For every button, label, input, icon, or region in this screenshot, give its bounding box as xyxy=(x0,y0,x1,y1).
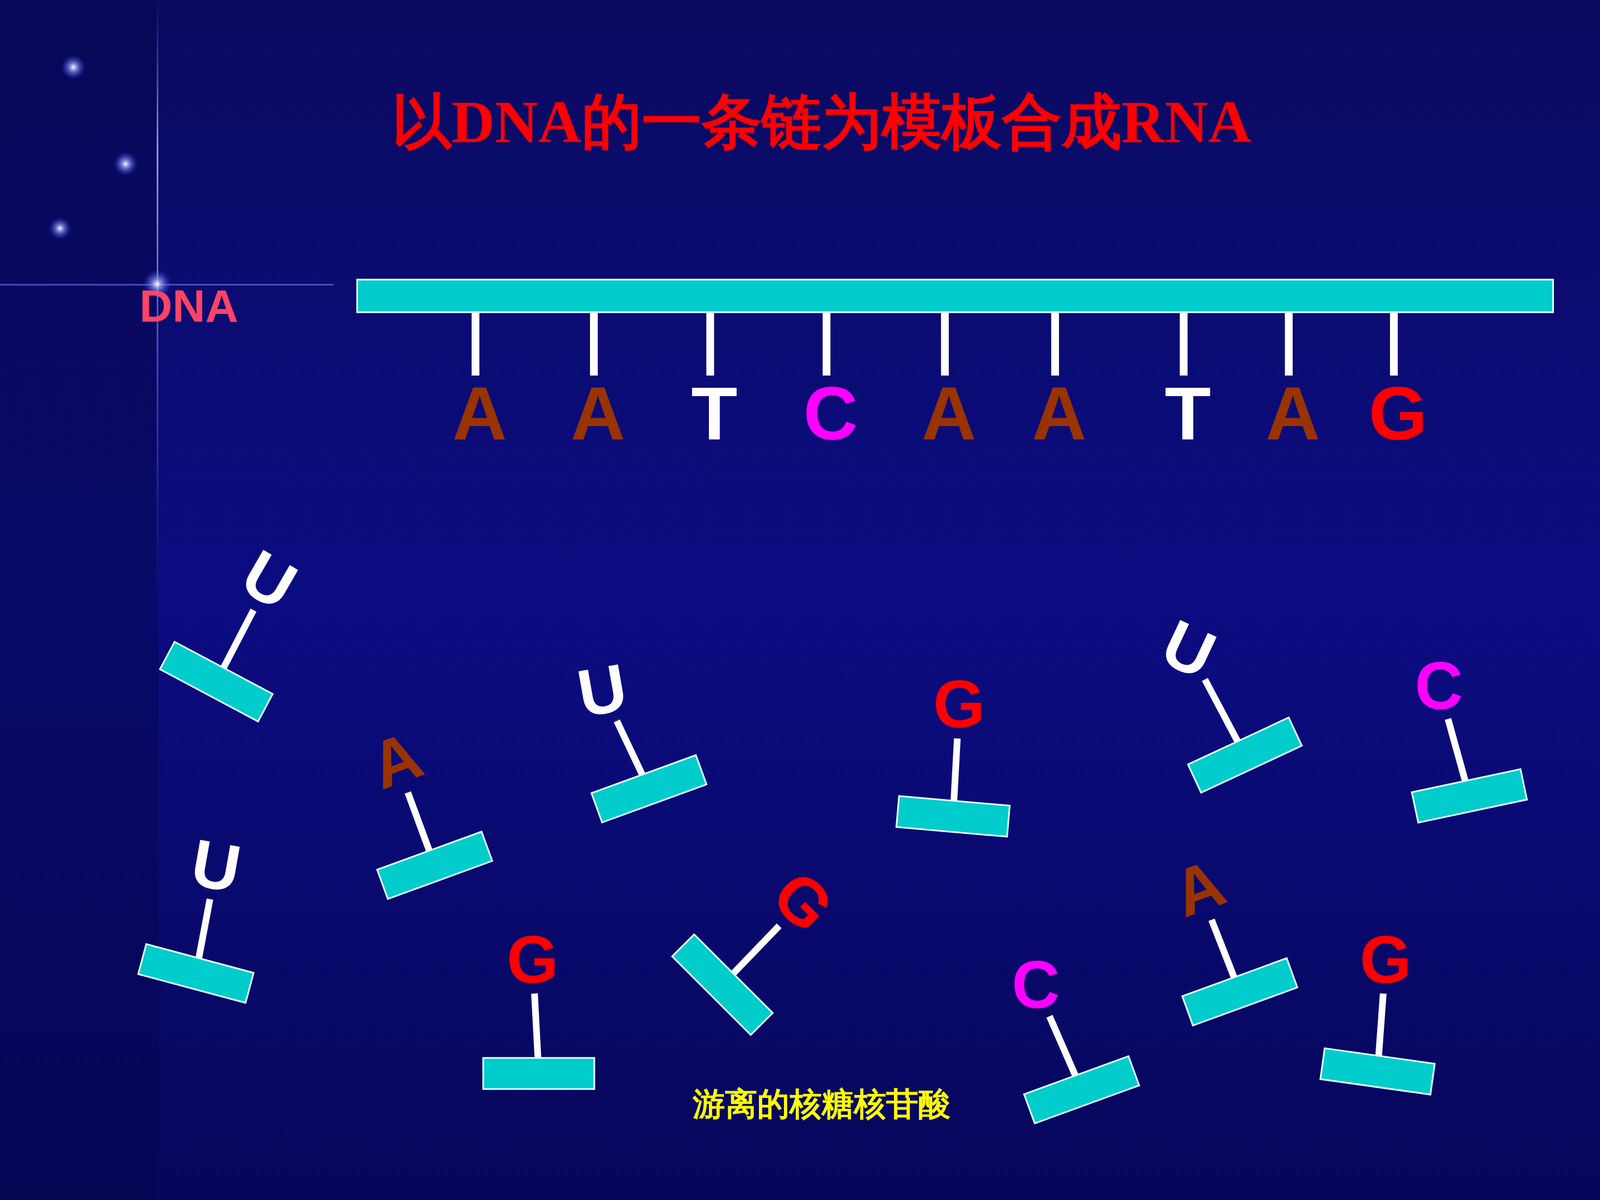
nucleotide-stick xyxy=(1211,920,1237,982)
dna-base: G xyxy=(1368,375,1428,452)
nucleotide xyxy=(1182,920,1298,1026)
free-base: G xyxy=(1360,926,1412,993)
star xyxy=(61,55,86,80)
nucleotide xyxy=(1320,993,1435,1095)
base-stick xyxy=(1051,312,1059,376)
nucleotide xyxy=(1411,718,1527,823)
nucleotide-stick xyxy=(730,925,779,977)
dna-base: A xyxy=(452,375,507,452)
star xyxy=(48,217,72,240)
strand-label: DNA xyxy=(139,283,239,329)
nucleotide-stick xyxy=(534,993,539,1063)
dna-strand xyxy=(357,279,1554,376)
nucleotide xyxy=(377,792,493,900)
nucleotide-stick xyxy=(616,721,644,779)
nucleotide xyxy=(591,721,707,823)
ribose-phosphate xyxy=(591,755,707,823)
base-stick xyxy=(1180,312,1188,376)
dna-base: A xyxy=(570,375,625,452)
nucleotide-stick xyxy=(197,898,210,963)
base-stick xyxy=(1285,312,1293,376)
dna-base: C xyxy=(803,375,858,452)
nucleotide-stick xyxy=(407,792,431,855)
nucleotide-stick xyxy=(1205,679,1240,746)
ribose-phosphate xyxy=(672,934,773,1035)
nucleotide-stick xyxy=(1447,718,1467,785)
ribose-phosphate xyxy=(1411,768,1527,823)
base-stick xyxy=(1390,312,1398,376)
base-stick xyxy=(822,312,831,376)
nucleotide xyxy=(160,610,273,722)
nucleotide-stick xyxy=(953,738,958,805)
side-band xyxy=(0,0,159,1200)
slide-title: 以DNA的一条链为模板合成RNA xyxy=(391,92,1252,153)
ribose-phosphate xyxy=(377,831,493,899)
dna-base: T xyxy=(691,375,738,452)
backbone xyxy=(357,279,1554,313)
nucleotide-stick xyxy=(1378,993,1384,1060)
base-stick xyxy=(471,312,480,376)
nucleotide xyxy=(483,993,595,1089)
free-nucleotides xyxy=(138,610,1528,1124)
nucleotide xyxy=(1023,1016,1139,1124)
ribose-phosphate xyxy=(1187,717,1302,793)
dna-base: A xyxy=(1031,375,1087,452)
nucleotide-stick xyxy=(1049,1016,1078,1080)
nucleotide xyxy=(138,898,254,1003)
nucleotide-stick xyxy=(221,610,254,672)
dna-base: A xyxy=(1265,375,1320,452)
free-base: G xyxy=(933,670,985,738)
base-stick xyxy=(941,312,949,376)
nucleotide xyxy=(672,925,780,1035)
ribose-phosphate xyxy=(1023,1056,1139,1124)
ribose-phosphate xyxy=(160,641,273,722)
dna-base: A xyxy=(921,375,977,452)
ribose-phosphate xyxy=(896,796,1010,837)
free-base: C xyxy=(1011,951,1060,1018)
base-stick xyxy=(590,312,598,376)
free-base: C xyxy=(1414,652,1463,719)
free-base: G xyxy=(506,926,559,993)
ribose-phosphate xyxy=(1182,958,1298,1026)
base-stick xyxy=(706,312,714,376)
ribose-phosphate xyxy=(1320,1048,1435,1095)
caption: 游离的核糖核苷酸 xyxy=(692,1087,951,1120)
ribose-phosphate xyxy=(138,943,254,1003)
nucleotide xyxy=(1187,679,1302,793)
ribose-phosphate xyxy=(483,1057,595,1089)
dna-base: T xyxy=(1164,375,1211,452)
star xyxy=(113,151,138,177)
nucleotide xyxy=(896,738,1010,837)
